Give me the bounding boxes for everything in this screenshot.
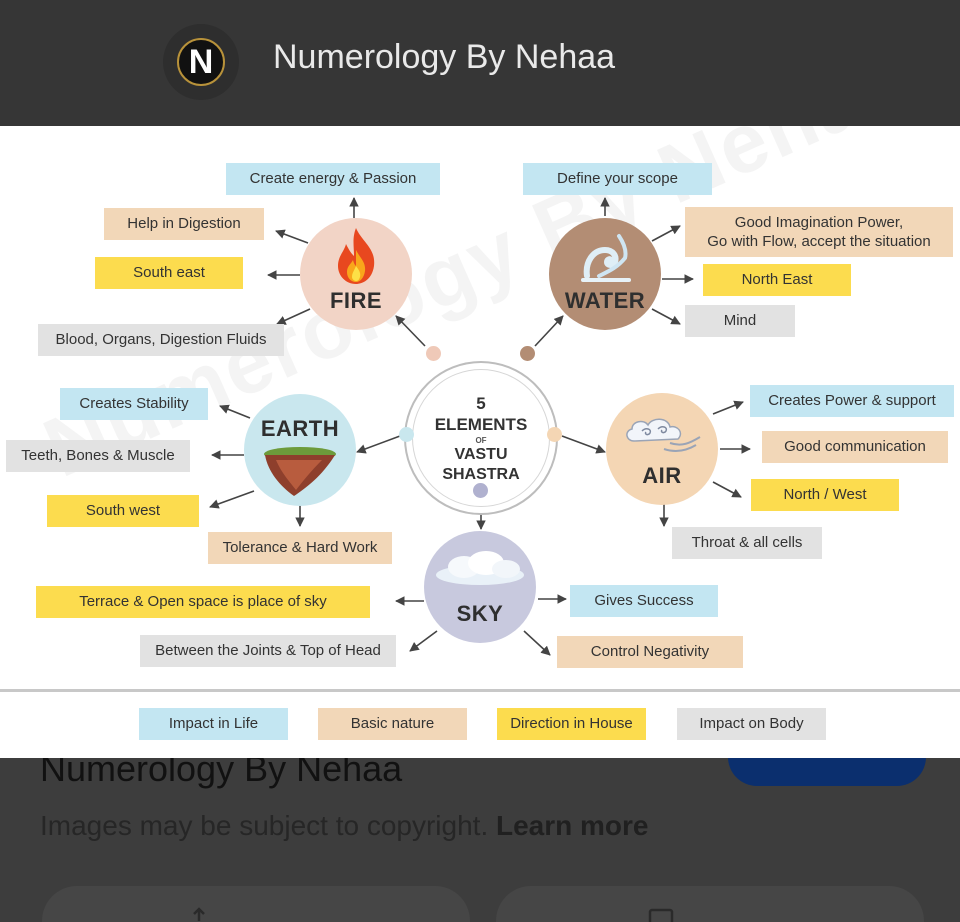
water-basic-nature-line1: Good Imagination Power, bbox=[734, 214, 904, 231]
share-button[interactable] bbox=[42, 886, 470, 922]
learn-more-link[interactable]: Learn more bbox=[496, 810, 649, 841]
air-direction: North / West bbox=[751, 479, 899, 511]
water-basic-nature-line2: Go with Flow, accept the situation bbox=[707, 233, 931, 250]
sky-direction: Terrace & Open space is place of sky bbox=[36, 586, 370, 618]
air-impact-life: Creates Power & support bbox=[750, 385, 954, 417]
infographic-image[interactable]: Numerology By Nehaa bbox=[0, 126, 960, 758]
logo-letter: N bbox=[177, 38, 225, 86]
share-icon bbox=[193, 907, 205, 921]
site-name[interactable]: Numerology By Nehaa bbox=[273, 38, 616, 76]
sky-impact-body: Between the Joints & Top of Head bbox=[140, 635, 396, 667]
fire-circle: FIRE bbox=[300, 218, 412, 330]
earth-circle: EARTH bbox=[244, 394, 356, 506]
earth-impact-body: Teeth, Bones & Muscle bbox=[6, 440, 190, 472]
center-number: 5 bbox=[476, 394, 486, 413]
water-connector-dot bbox=[520, 346, 535, 361]
copyright-notice: Images may be subject to copyright. Lear… bbox=[40, 810, 649, 842]
fire-basic-nature: Help in Digestion bbox=[104, 208, 264, 240]
air-circle: AIR bbox=[606, 393, 718, 505]
sky-name: SKY bbox=[456, 601, 504, 626]
earth-impact-life: Creates Stability bbox=[60, 388, 208, 420]
earth-name: EARTH bbox=[260, 416, 340, 441]
earth-direction: South west bbox=[47, 495, 199, 527]
page-footer: Numerology By Nehaa Images may be subjec… bbox=[0, 758, 960, 922]
water-name: WATER bbox=[564, 288, 646, 313]
sky-circle: SKY bbox=[424, 531, 536, 643]
earth-connector-dot bbox=[399, 427, 414, 442]
fire-impact-life: Create energy & Passion bbox=[226, 163, 440, 195]
sky-impact-life: Gives Success bbox=[570, 585, 718, 617]
save-button[interactable] bbox=[496, 886, 924, 922]
save-icon bbox=[648, 908, 674, 922]
water-circle: WATER bbox=[549, 218, 661, 330]
fire-impact-body: Blood, Organs, Digestion Fluids bbox=[38, 324, 284, 356]
center-of: OF bbox=[475, 436, 487, 445]
water-direction: North East bbox=[703, 264, 851, 296]
water-basic-nature: Good Imagination Power, Go with Flow, ac… bbox=[685, 207, 953, 257]
sky-connector-dot bbox=[473, 483, 488, 498]
fire-connector-dot bbox=[426, 346, 441, 361]
legend-impact-life: Impact in Life bbox=[139, 708, 288, 740]
fire-direction: South east bbox=[95, 257, 243, 289]
legend-divider bbox=[0, 689, 960, 692]
source-header: N Numerology By Nehaa bbox=[0, 0, 960, 126]
legend-basic-nature: Basic nature bbox=[318, 708, 467, 740]
wind-cloud-icon bbox=[626, 418, 701, 453]
flame-icon bbox=[338, 228, 375, 284]
sky-basic-nature: Control Negativity bbox=[557, 636, 743, 668]
water-impact-body: Mind bbox=[685, 305, 795, 337]
fire-name: FIRE bbox=[329, 288, 383, 313]
center-vastu: VASTU bbox=[454, 446, 508, 463]
center-shastra: SHASTRA bbox=[442, 466, 520, 483]
air-impact-body: Throat & all cells bbox=[672, 527, 822, 559]
site-logo[interactable]: N bbox=[163, 24, 239, 100]
footer-title: Numerology By Nehaa bbox=[40, 758, 403, 789]
earth-rock-icon bbox=[264, 447, 336, 496]
earth-basic-nature: Tolerance & Hard Work bbox=[208, 532, 392, 564]
legend-direction-house: Direction in House bbox=[497, 708, 646, 740]
air-basic-nature: Good communication bbox=[762, 431, 948, 463]
center-elements: ELEMENTS bbox=[434, 415, 528, 434]
wave-icon bbox=[581, 234, 631, 282]
air-connector-dot bbox=[547, 427, 562, 442]
cloud-icon bbox=[436, 551, 524, 585]
air-name: AIR bbox=[642, 463, 682, 488]
copyright-text: Images may be subject to copyright. bbox=[40, 810, 489, 841]
visit-button[interactable] bbox=[728, 758, 926, 786]
legend-impact-body: Impact on Body bbox=[677, 708, 826, 740]
water-impact-life: Define your scope bbox=[523, 163, 712, 195]
